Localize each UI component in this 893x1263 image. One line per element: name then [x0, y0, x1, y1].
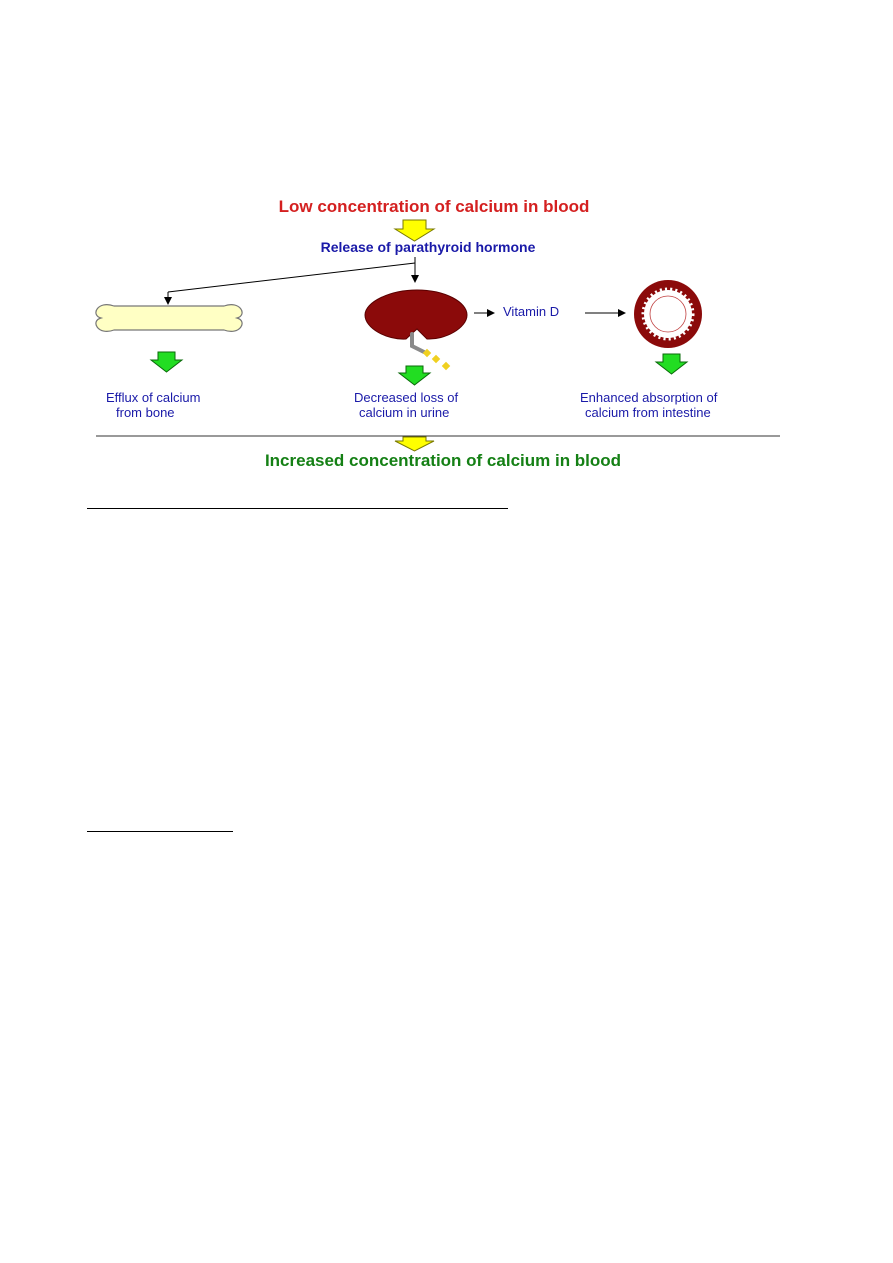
vitamin-d-label: Vitamin D	[503, 304, 560, 319]
hormone-connector-lines	[164, 257, 419, 305]
kidney-icon	[364, 289, 468, 354]
green-down-arrow-icon	[397, 365, 432, 386]
intestine-caption-line2: calcium from intestine	[585, 405, 711, 420]
intestine-icon	[634, 280, 702, 348]
kidney-caption: Decreased loss of calcium in urine	[354, 390, 458, 420]
pth-release-title: Release of parathyroid hormone	[320, 239, 536, 255]
bone-caption-line2: from bone	[116, 405, 175, 420]
low-calcium-title: Low concentration of calcium in blood	[278, 197, 590, 216]
bone-icon	[95, 304, 243, 332]
green-down-arrow-icon	[654, 353, 689, 375]
intestine-caption: Enhanced absorption of calcium from inte…	[580, 390, 717, 420]
increased-calcium-title: Increased concentration of calcium in bl…	[264, 451, 622, 470]
kidney-caption-line2: calcium in urine	[359, 405, 450, 420]
green-down-arrow-icon	[149, 351, 184, 373]
heading-underline	[87, 831, 233, 832]
bone-caption-line1: Efflux of calcium	[106, 390, 201, 405]
intestine-caption-line1: Enhanced absorption of	[580, 390, 718, 405]
yellow-down-arrow-icon	[393, 219, 436, 242]
heading-underline	[87, 508, 508, 509]
bone-caption: Efflux of calcium from bone	[106, 390, 200, 420]
calcium-dots-icon	[422, 348, 451, 371]
yellow-down-arrow-icon	[394, 436, 435, 452]
kidney-caption-line1: Decreased loss of	[354, 390, 459, 405]
